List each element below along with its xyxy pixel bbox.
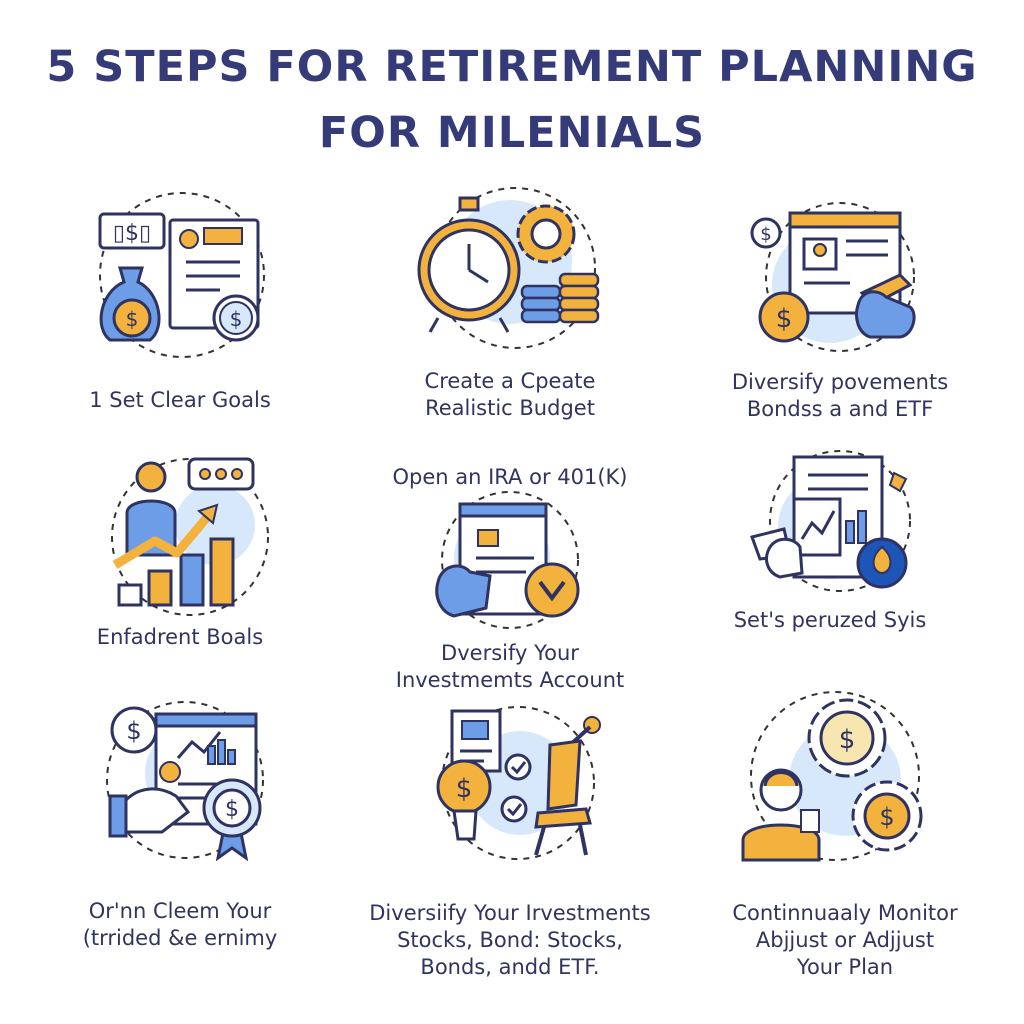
svg-text:▯$▯: ▯$▯ xyxy=(113,221,151,246)
tablet-hand-badge-icon xyxy=(435,491,580,629)
step-9-line-2: Abjjust or Adjjust xyxy=(755,928,935,952)
step-3-caption: Diversify povements Bondss a and ETF xyxy=(700,369,980,423)
svg-text:$: $ xyxy=(776,304,793,334)
step-2-line-2: Realistic Budget xyxy=(425,396,595,420)
step-8-line-1: Diversiify Your Irvestments xyxy=(369,901,651,925)
hand-certificate-award-icon: $ $ xyxy=(106,701,264,862)
step-5-caption: Dversify Your Investmemts Account xyxy=(340,640,680,694)
step-4-caption: Enfadrent Boals xyxy=(40,624,320,651)
step-5-line-1: Dversify Your xyxy=(441,641,579,665)
step-6 xyxy=(750,450,930,592)
step-7-caption: Or'nn Cleem Your (trrided &e ernimy xyxy=(40,898,320,952)
step-3-line-2: Bondss a and ETF xyxy=(746,397,934,421)
clock-gear-coins-icon xyxy=(417,187,600,349)
svg-text:$: $ xyxy=(839,725,856,755)
step-1: ▯$▯ $ $ xyxy=(90,192,290,358)
svg-text:$: $ xyxy=(230,307,243,331)
step-9-line-3: Your Plan xyxy=(796,955,894,979)
step-2 xyxy=(410,187,610,349)
step-8: $ xyxy=(430,705,610,865)
step-8-caption: Diversiify Your Irvestments Stocks, Bond… xyxy=(340,900,680,981)
step-5 xyxy=(430,491,590,630)
step-4-line-1: Enfadrent Boals xyxy=(96,625,264,649)
svg-text:$: $ xyxy=(456,774,473,804)
step-5-line-2: Investmemts Account xyxy=(395,668,625,692)
step-7: $ $ xyxy=(100,700,280,862)
svg-text:$: $ xyxy=(225,797,239,822)
page-title: 5 STEPS FOR RETIREMENT PLANNING xyxy=(46,42,978,92)
step-1-caption: 1 Set Clear Goals xyxy=(40,387,320,414)
step-9-caption: Continnuaaly Monitor Abjjust or Adjjust … xyxy=(690,900,1000,981)
step-6-line-1: Set's peruzed Syis xyxy=(733,608,927,632)
step-2-line-1: Create a Cpeate xyxy=(424,369,596,393)
step-8-line-2: Stocks, Bond: Stocks, xyxy=(397,928,623,952)
svg-text:$: $ xyxy=(126,307,139,331)
step-3: $ $ xyxy=(750,202,930,355)
step-6-caption: Set's peruzed Syis xyxy=(690,607,970,634)
page-subtitle: FOR MILENIALS xyxy=(318,108,706,158)
step-7-line-2: (trrided &e ernimy xyxy=(82,926,278,950)
step-9: $ $ xyxy=(735,690,935,865)
money-bag-checklist-icon: ▯$▯ $ $ xyxy=(98,192,265,358)
coin-clipboard-robot-arm-icon: $ xyxy=(436,706,601,860)
step-9-line-1: Continnuaaly Monitor xyxy=(732,901,958,925)
person-gears-coin-icon: $ $ xyxy=(741,691,923,862)
step-2-caption: Create a Cpeate Realistic Budget xyxy=(370,368,650,422)
step-7-line-1: Or'nn Cleem Your xyxy=(88,899,272,923)
step-8-line-3: Bonds, andd ETF. xyxy=(420,955,600,979)
svg-text:$: $ xyxy=(760,224,771,245)
step-3-line-1: Diversify povements xyxy=(731,370,949,394)
svg-text:$: $ xyxy=(879,803,894,831)
person-growth-chart-icon xyxy=(111,457,269,616)
document-hand-coin-icon: $ $ xyxy=(750,202,916,352)
step-5-heading: Open an IRA or 401(K) xyxy=(360,464,660,491)
step-1-line-1: 1 Set Clear Goals xyxy=(89,388,271,412)
step-5-heading-text: Open an IRA or 401(K) xyxy=(392,465,628,489)
step-4 xyxy=(105,455,285,616)
report-hand-flame-icon xyxy=(750,450,911,592)
svg-text:$: $ xyxy=(126,717,141,745)
